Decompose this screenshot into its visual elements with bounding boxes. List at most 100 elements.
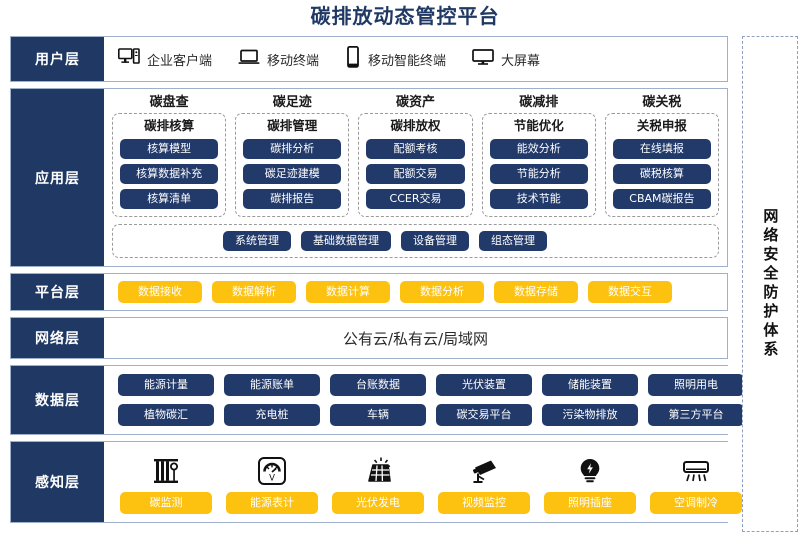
- sense-pill[interactable]: 碳监测: [120, 492, 212, 514]
- app-group-title: 碳足迹: [272, 95, 312, 110]
- gauge-meter-icon: V: [255, 450, 289, 492]
- user-item-smart-mobile-terminal[interactable]: 移动智能终端: [345, 45, 447, 72]
- layer-platform: 平台层 数据接收 数据解析 数据计算 数据分析 数据存储 数据交互: [10, 273, 728, 311]
- data-pill[interactable]: 照明用电: [648, 374, 744, 396]
- platform-pill[interactable]: 数据分析: [400, 281, 484, 303]
- app-pill[interactable]: 碳排报告: [243, 189, 342, 209]
- sense-device-grid: V: [118, 450, 744, 514]
- app-group-box: 节能优化 能效分析 节能分析 技术节能: [481, 113, 596, 217]
- data-pill[interactable]: 污染物排放: [542, 404, 638, 426]
- app-pill[interactable]: 核算数据补充: [120, 164, 219, 184]
- app-pill[interactable]: 碳税核算: [612, 164, 712, 184]
- laptop-icon: [238, 48, 260, 70]
- layer-sense: 感知层: [10, 441, 744, 523]
- layer-label-platform: 平台层: [11, 274, 104, 310]
- data-pill[interactable]: 碳交易平台: [436, 404, 532, 426]
- app-pill[interactable]: 碳排分析: [243, 139, 342, 159]
- data-pill[interactable]: 能源计量: [118, 374, 214, 396]
- svg-text:V: V: [269, 474, 275, 484]
- security-panel-label: 网络安全防护体系: [761, 208, 780, 360]
- layer-body-network: 公有云/私有云/局域网: [104, 318, 727, 358]
- management-pill[interactable]: 系统管理: [223, 231, 291, 251]
- app-pill[interactable]: 核算模型: [120, 139, 219, 159]
- layer-network: 网络层 公有云/私有云/局域网: [10, 317, 728, 359]
- management-pill[interactable]: 基础数据管理: [301, 231, 391, 251]
- layer-label-data: 数据层: [11, 366, 104, 434]
- user-item-large-screen[interactable]: 大屏幕: [472, 48, 540, 70]
- app-pill[interactable]: 碳足迹建模: [243, 164, 342, 184]
- app-group-title: 碳资产: [396, 95, 436, 110]
- sense-pill[interactable]: 光伏发电: [332, 492, 424, 514]
- data-source-grid: 能源计量 能源账单 台账数据 光伏装置 储能装置 照明用电 植物碳汇 充电桩 车…: [118, 374, 744, 426]
- data-pill[interactable]: 第三方平台: [648, 404, 744, 426]
- platform-pill[interactable]: 数据计算: [306, 281, 390, 303]
- app-pill[interactable]: 节能分析: [489, 164, 588, 184]
- app-pill[interactable]: 技术节能: [489, 189, 588, 209]
- layer-stack: 用户层: [10, 36, 744, 523]
- data-pill[interactable]: 光伏装置: [436, 374, 532, 396]
- app-group-title: 碳盘查: [149, 95, 189, 110]
- management-pill[interactable]: 组态管理: [479, 231, 547, 251]
- app-pill[interactable]: CBAM碳报告: [612, 189, 712, 209]
- app-group-carbon-footprint: 碳足迹 碳排管理 碳排分析 碳足迹建模 碳排报告: [235, 95, 350, 217]
- app-pill[interactable]: 配额考核: [366, 139, 465, 159]
- data-pill[interactable]: 植物碳汇: [118, 404, 214, 426]
- platform-capability-row: 数据接收 数据解析 数据计算 数据分析 数据存储 数据交互: [104, 274, 727, 310]
- data-pill[interactable]: 储能装置: [542, 374, 638, 396]
- large-screen-icon: [472, 48, 494, 70]
- layer-label-application: 应用层: [11, 89, 104, 266]
- app-group-carbon-reduction: 碳减排 节能优化 能效分析 节能分析 技术节能: [481, 95, 596, 217]
- layer-user: 用户层: [10, 36, 728, 82]
- layer-label-user: 用户层: [11, 37, 104, 81]
- desktop-tower-icon: [118, 48, 140, 70]
- app-pill[interactable]: 能效分析: [489, 139, 588, 159]
- layer-data: 数据层 能源计量 能源账单 台账数据 光伏装置 储能装置 照明用电 植物碳汇 充…: [10, 365, 744, 435]
- management-pill[interactable]: 设备管理: [401, 231, 469, 251]
- app-pill[interactable]: 在线填报: [612, 139, 712, 159]
- app-group-carbon-asset: 碳资产 碳排放权 配额考核 配额交易 CCER交易: [358, 95, 473, 217]
- application-group-row: 碳盘查 碳排核算 核算模型 核算数据补充 核算清单 碳足迹 碳排管理 碳排分析: [112, 95, 720, 217]
- app-group-subtitle: 碳排管理: [267, 118, 318, 133]
- layer-body-data: 能源计量 能源账单 台账数据 光伏装置 储能装置 照明用电 植物碳汇 充电桩 车…: [104, 366, 744, 434]
- app-group-subtitle: 碳排放权: [390, 118, 441, 133]
- user-item-enterprise-client[interactable]: 企业客户端: [118, 48, 212, 70]
- data-pill[interactable]: 充电桩: [224, 404, 320, 426]
- app-pill[interactable]: 配额交易: [366, 164, 465, 184]
- platform-pill[interactable]: 数据交互: [588, 281, 672, 303]
- platform-pill[interactable]: 数据接收: [118, 281, 202, 303]
- app-group-subtitle: 节能优化: [513, 118, 564, 133]
- layer-label-network: 网络层: [11, 318, 104, 358]
- platform-pill[interactable]: 数据存储: [494, 281, 578, 303]
- app-pill[interactable]: 核算清单: [120, 189, 219, 209]
- smartphone-icon: [345, 45, 361, 72]
- app-group-carbon-inventory: 碳盘查 碳排核算 核算模型 核算数据补充 核算清单: [112, 95, 227, 217]
- sense-pill[interactable]: 视频监控: [438, 492, 530, 514]
- layer-body-sense: V: [104, 442, 744, 522]
- user-item-label: 移动终端: [267, 53, 320, 69]
- user-item-mobile-terminal[interactable]: 移动终端: [238, 48, 319, 70]
- app-group-title: 碳减排: [519, 95, 559, 110]
- data-pill[interactable]: 车辆: [330, 404, 426, 426]
- data-pill[interactable]: 台账数据: [330, 374, 426, 396]
- light-bulb-icon: [573, 450, 607, 492]
- layer-body-platform: 数据接收 数据解析 数据计算 数据分析 数据存储 数据交互: [104, 274, 727, 310]
- user-terminal-row: 企业客户端 移动终端: [104, 37, 727, 81]
- user-item-label: 企业客户端: [147, 53, 213, 69]
- app-group-box: 关税申报 在线填报 碳税核算 CBAM碳报告: [604, 113, 720, 217]
- platform-pill[interactable]: 数据解析: [212, 281, 296, 303]
- management-box: 系统管理 基础数据管理 设备管理 组态管理: [112, 224, 719, 258]
- air-conditioner-icon: [679, 450, 713, 492]
- app-pill[interactable]: CCER交易: [366, 189, 465, 209]
- app-group-title: 碳关税: [642, 95, 682, 110]
- layer-body-user: 企业客户端 移动终端: [104, 37, 727, 81]
- sense-pill[interactable]: 空调制冷: [650, 492, 742, 514]
- user-item-label: 移动智能终端: [368, 53, 447, 69]
- layer-application: 应用层 碳盘查 碳排核算 核算模型 核算数据补充 核算清单 碳足迹: [10, 88, 728, 267]
- sense-pill[interactable]: 照明插座: [544, 492, 636, 514]
- sense-pill[interactable]: 能源表计: [226, 492, 318, 514]
- app-group-carbon-tariff: 碳关税 关税申报 在线填报 碳税核算 CBAM碳报告: [604, 95, 720, 217]
- gas-cylinder-icon: [149, 450, 183, 492]
- security-panel: 网络安全防护体系: [742, 36, 798, 532]
- data-pill[interactable]: 能源账单: [224, 374, 320, 396]
- network-text: 公有云/私有云/局域网: [342, 329, 489, 348]
